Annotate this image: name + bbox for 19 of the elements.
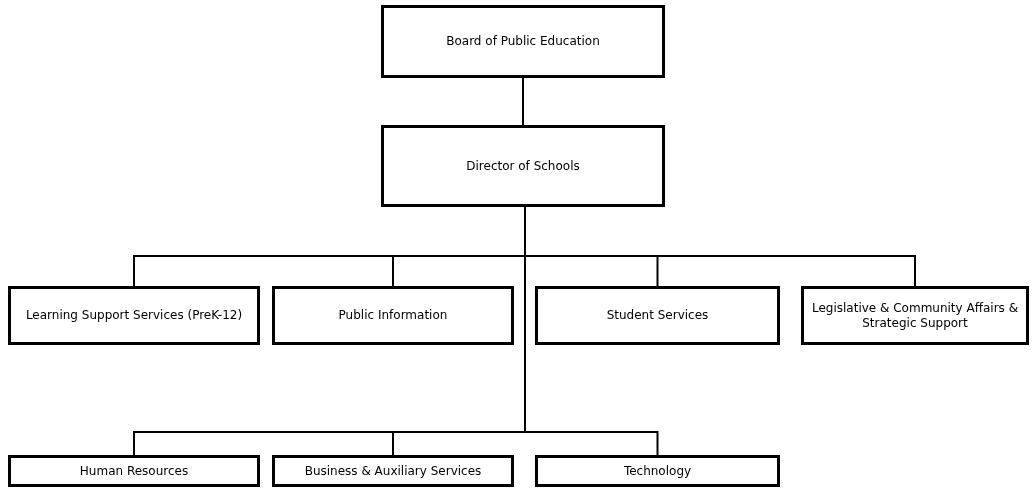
box-label: Board of Public Education bbox=[446, 34, 600, 49]
box-label: Legislative & Community Affairs & Strategic Support bbox=[810, 300, 1019, 331]
box-label: Human Resources bbox=[79, 463, 189, 479]
org-box bbox=[272, 286, 514, 345]
box-label: Director of Schools bbox=[466, 158, 580, 174]
box-label: Learning Support Services (PreK-12) bbox=[25, 308, 243, 323]
box-label: Technology bbox=[623, 463, 692, 479]
org-box bbox=[381, 5, 665, 78]
box-label: Public Information bbox=[338, 308, 448, 323]
org-box bbox=[801, 286, 1029, 345]
org-box bbox=[8, 286, 260, 345]
org-box bbox=[535, 286, 780, 345]
org-box bbox=[535, 455, 780, 487]
org-box bbox=[272, 455, 514, 487]
org-box bbox=[8, 455, 260, 487]
box-label: Student Services bbox=[606, 308, 709, 323]
connector-line bbox=[522, 77, 524, 126]
box-label: Business & Auxiliary Services bbox=[304, 463, 482, 479]
org-box bbox=[381, 125, 665, 207]
